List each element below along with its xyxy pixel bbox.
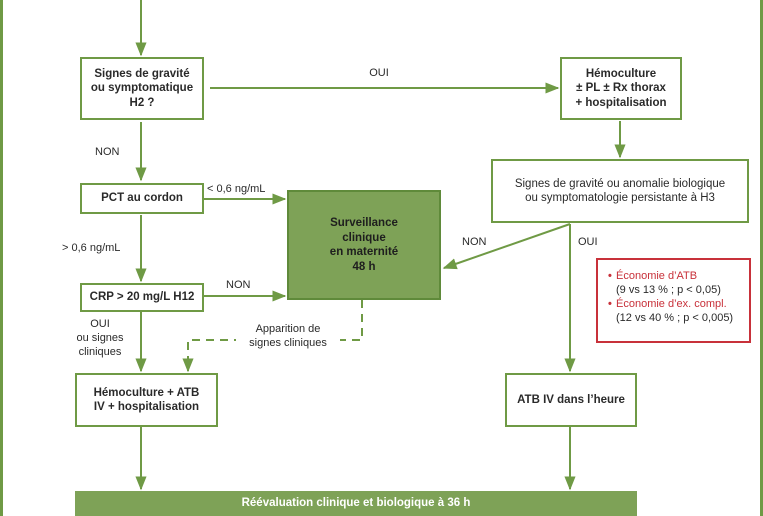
node-hemoculture-atb-text: Hémoculture + ATB IV + hospitalisation [93, 386, 200, 414]
node-atb-iv: ATB IV dans l’heure [505, 373, 637, 427]
node-pct-cord: PCT au cordon [80, 183, 204, 214]
node-hemoculture-pl: Hémoculture ± PL ± Rx thorax + hospitali… [560, 57, 682, 120]
label-apparition: Apparition de signes cliniques [236, 322, 340, 350]
node-gravity-check: Signes de gravité ou symptomatique H2 ? [80, 57, 204, 120]
dashed-surveillance-exit [332, 300, 363, 341]
note-bullet-2: • [608, 298, 612, 310]
node-surveillance-text: Surveillance clinique en maternité 48 h [329, 217, 399, 273]
note-bullet-1: • [608, 270, 612, 282]
node-hemoculture-atb: Hémoculture + ATB IV + hospitalisation [75, 373, 218, 427]
label-non-crp: NON [226, 279, 251, 291]
note-item-atb-title: Économie d’ATB [616, 270, 698, 282]
note-item-atb-detail: (9 vs 13 % ; p < 0,05) [616, 284, 721, 296]
node-atb-iv-text: ATB IV dans l’heure [517, 393, 625, 406]
node-gravity-check-text: Signes de gravité ou symptomatique H2 ? [90, 67, 194, 109]
label-oui-signs: OUI ou signes cliniques [76, 318, 124, 358]
node-pct-cord-text: PCT au cordon [101, 192, 183, 205]
label-non-right: NON [462, 236, 487, 248]
note-item-atb: • Économie d’ATB (9 vs 13 % ; p < 0,05) [608, 269, 741, 297]
label-oui-right: OUI [578, 236, 598, 248]
label-oui-top: OUI [369, 67, 389, 79]
node-signs-h3-text: Signes de gravité ou anomalie biologique… [514, 177, 726, 205]
node-hemoculture-pl-text: Hémoculture ± PL ± Rx thorax + hospitali… [575, 67, 667, 109]
node-reevaluation-text: Réévaluation clinique et biologique à 36… [241, 497, 471, 510]
label-pct-high: > 0,6 ng/mL [62, 242, 121, 254]
node-crp-text: CRP > 20 mg/L H12 [89, 291, 195, 304]
node-reevaluation: Réévaluation clinique et biologique à 36… [75, 491, 637, 516]
dashed-apparition-to-hemoculture [182, 339, 242, 373]
node-crp: CRP > 20 mg/L H12 [80, 283, 204, 312]
label-pct-low: < 0,6 ng/mL [207, 183, 266, 195]
node-surveillance: Surveillance clinique en maternité 48 h [287, 190, 441, 300]
label-non-left: NON [95, 146, 120, 158]
note-item-exams-title: Économie d’ex. compl. [616, 298, 727, 310]
note-item-exams-detail: (12 vs 40 % ; p < 0,005) [616, 312, 734, 324]
arrow-signs-to-surveillance [442, 223, 571, 270]
node-signs-h3: Signes de gravité ou anomalie biologique… [491, 159, 749, 223]
results-note: • Économie d’ATB (9 vs 13 % ; p < 0,05) … [596, 258, 751, 343]
note-item-exams: • Économie d’ex. compl. (12 vs 40 % ; p … [608, 297, 741, 325]
